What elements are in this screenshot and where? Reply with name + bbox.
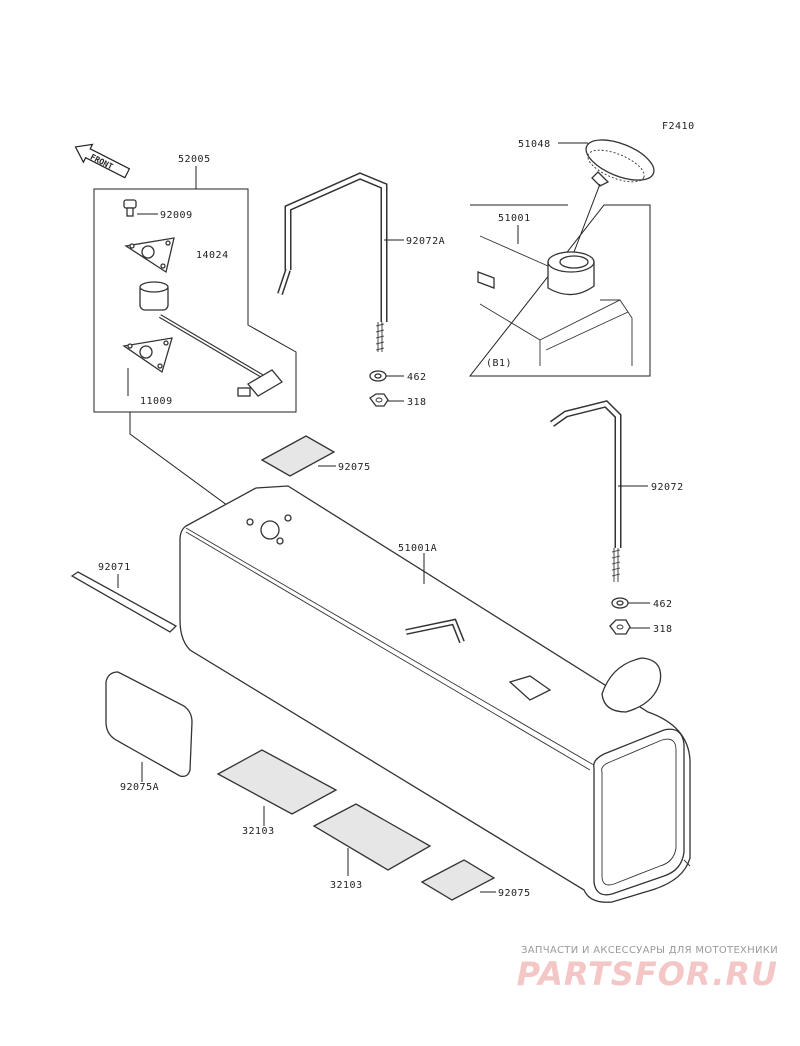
- strip-92071: [70, 571, 178, 633]
- pad-92075-upper: [260, 435, 336, 477]
- gasket-14024: [124, 237, 175, 274]
- label-B1: (B1): [486, 358, 512, 369]
- strap-92072A: [277, 172, 388, 352]
- nut-318-lower: [609, 619, 631, 635]
- strap-92072: [549, 400, 622, 582]
- label-92072: 92072: [651, 482, 684, 493]
- label-51001: 51001: [498, 213, 531, 224]
- washer-462-lower: [611, 597, 629, 609]
- pad-32103-upper: [216, 749, 338, 815]
- label-462-lower: 462: [653, 599, 673, 610]
- tank-51001-detail: [477, 235, 633, 366]
- pad-32103-lower: [312, 803, 432, 871]
- label-462-upper: 462: [407, 372, 427, 383]
- pump-assembly-bracket: [93, 188, 297, 413]
- watermark-tagline: ЗАПЧАСТИ И АКСЕССУАРЫ ДЛЯ МОТОТЕХНИКИ: [521, 945, 778, 956]
- watermark-logo: PARTSFOR.RU: [516, 955, 778, 993]
- label-51048: 51048: [518, 139, 551, 150]
- label-92009: 92009: [160, 210, 193, 221]
- label-318-lower: 318: [653, 624, 673, 635]
- washer-462-upper: [369, 370, 387, 382]
- label-52005: 52005: [178, 154, 211, 165]
- tank-detail-box: [468, 204, 651, 377]
- plate-11009: [122, 337, 173, 374]
- label-11009: 11009: [140, 396, 173, 407]
- pad-92075A: [105, 671, 193, 778]
- label-92071: 92071: [98, 562, 131, 573]
- label-14024: 14024: [196, 250, 229, 261]
- front-arrow-icon: FRONT: [74, 143, 131, 179]
- label-32103-lower: 32103: [330, 880, 363, 891]
- label-51001A: 51001A: [398, 543, 437, 554]
- label-92072A: 92072A: [406, 236, 445, 247]
- fuel-pump: [139, 281, 283, 397]
- figure-id: F2410: [662, 121, 695, 132]
- label-92075-lower: 92075: [498, 888, 531, 899]
- nut-318-upper: [369, 393, 389, 407]
- fuel-tank-51001A: [179, 485, 691, 903]
- pad-92075-lower: [420, 859, 496, 901]
- label-32103-upper: 32103: [242, 826, 275, 837]
- fuel-cap-51048: [585, 139, 655, 187]
- label-92075-upper: 92075: [338, 462, 371, 473]
- bolt-92009: [123, 199, 137, 217]
- label-318-upper: 318: [407, 397, 427, 408]
- watermark: ЗАПЧАСТИ И АКСЕССУАРЫ ДЛЯ МОТОТЕХНИКИ PA…: [517, 945, 778, 992]
- label-92075A: 92075A: [120, 782, 159, 793]
